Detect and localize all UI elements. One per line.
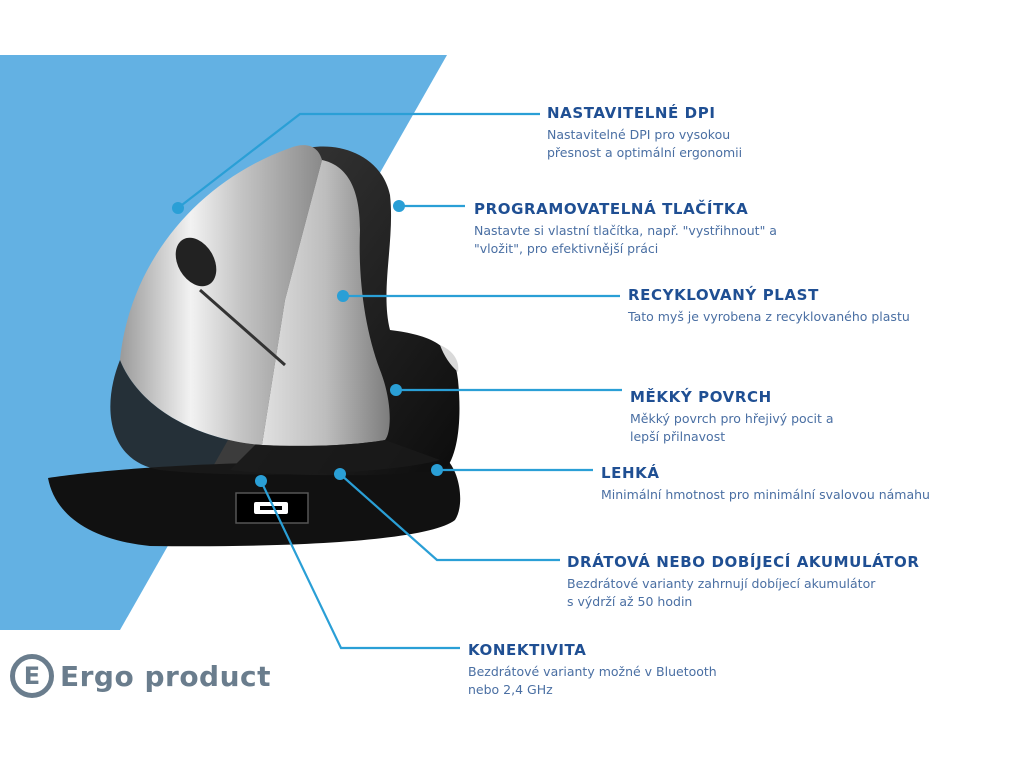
- callout-dot-buttons: [393, 200, 405, 212]
- callout-line-dpi: [177, 112, 540, 209]
- feature-description-line: Nastavte si vlastní tlačítka, např. "vys…: [474, 223, 777, 238]
- callout-lines: [177, 112, 622, 650]
- callout-dot-connectivity: [255, 475, 267, 487]
- feature-description-line: Tato myš je vyrobena z recyklovaného pla…: [628, 309, 910, 324]
- feature-title: NASTAVITELNÉ DPI: [547, 104, 716, 122]
- callout-line-connectivity: [260, 480, 460, 650]
- feature-description: Nastavitelné DPI pro vysokou přesnost a …: [547, 126, 742, 162]
- feature-title: DRÁTOVÁ NEBO DOBÍJECÍ AKUMULÁTOR: [567, 553, 920, 571]
- callout-dot-battery: [334, 468, 346, 480]
- callout-dot-dpi: [172, 202, 184, 214]
- feature-adjustable-dpi: NASTAVITELNÉ DPI Nastavitelné DPI pro vy…: [547, 104, 742, 162]
- callout-dot-light: [431, 464, 443, 476]
- feature-title: LEHKÁ: [601, 464, 660, 482]
- feature-programmable-buttons: PROGRAMOVATELNÁ TLAČÍTKA Nastavte si vla…: [474, 200, 777, 258]
- feature-title: RECYKLOVANÝ PLAST: [628, 286, 819, 304]
- callout-dot-surface: [390, 384, 402, 396]
- feature-description-line: "vložit", pro efektivnější práci: [474, 241, 659, 256]
- feature-description-line: přesnost a optimální ergonomii: [547, 145, 743, 160]
- feature-description-line: Měkký povrch pro hřejivý pocit a: [630, 411, 834, 426]
- callout-line-battery: [339, 473, 560, 562]
- feature-recycled-plastic: RECYKLOVANÝ PLAST Tato myš je vyrobena z…: [628, 286, 910, 326]
- callout-dot-plastic: [337, 290, 349, 302]
- logo-wordmark: Ergo product: [60, 659, 272, 693]
- feature-description-line: Minimální hmotnost pro minimální svalovo…: [601, 487, 930, 502]
- callout-dots: [172, 200, 443, 487]
- feature-description-line: s výdrží až 50 hodin: [567, 594, 693, 609]
- feature-title: KONEKTIVITA: [468, 641, 587, 659]
- feature-lightweight: LEHKÁ Minimální hmotnost pro minimální s…: [601, 464, 930, 504]
- feature-description-line: Nastavitelné DPI pro vysokou: [547, 127, 731, 142]
- mouse-image: [48, 145, 461, 547]
- feature-description: Bezdrátové varianty možné v Bluetooth ne…: [468, 663, 717, 699]
- feature-description: Minimální hmotnost pro minimální svalovo…: [601, 486, 930, 504]
- feature-description: Tato myš je vyrobena z recyklovaného pla…: [628, 308, 910, 326]
- logo-e-icon: E: [10, 654, 54, 698]
- feature-soft-surface: MĚKKÝ POVRCH Měkký povrch pro hřejivý po…: [630, 388, 834, 446]
- feature-title: MĚKKÝ POVRCH: [630, 388, 772, 406]
- feature-description: Nastavte si vlastní tlačítka, např. "vys…: [474, 222, 777, 258]
- feature-battery: DRÁTOVÁ NEBO DOBÍJECÍ AKUMULÁTOR Bezdrát…: [567, 553, 920, 611]
- feature-description-line: lepší přilnavost: [630, 429, 726, 444]
- feature-description-line: nebo 2,4 GHz: [468, 682, 553, 697]
- feature-connectivity: KONEKTIVITA Bezdrátové varianty možné v …: [468, 641, 717, 699]
- feature-description: Bezdrátové varianty zahrnují dobíjecí ak…: [567, 575, 920, 611]
- feature-title: PROGRAMOVATELNÁ TLAČÍTKA: [474, 200, 749, 218]
- feature-description-line: Bezdrátové varianty možné v Bluetooth: [468, 664, 717, 679]
- feature-description-line: Bezdrátové varianty zahrnují dobíjecí ak…: [567, 576, 876, 591]
- ergo-product-logo: E Ergo product: [10, 652, 271, 700]
- feature-description: Měkký povrch pro hřejivý pocit a lepší p…: [630, 410, 834, 446]
